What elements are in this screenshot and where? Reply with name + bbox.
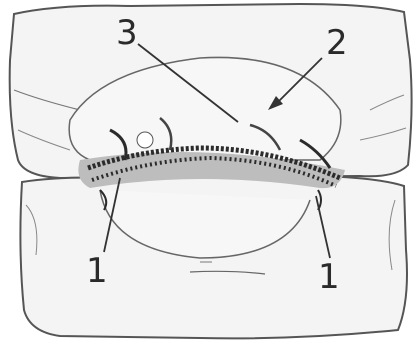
- label-2: 2: [326, 23, 348, 63]
- label-3: 3: [116, 13, 138, 53]
- label-1-right: 1: [318, 257, 340, 297]
- label-1-left: 1: [86, 251, 108, 291]
